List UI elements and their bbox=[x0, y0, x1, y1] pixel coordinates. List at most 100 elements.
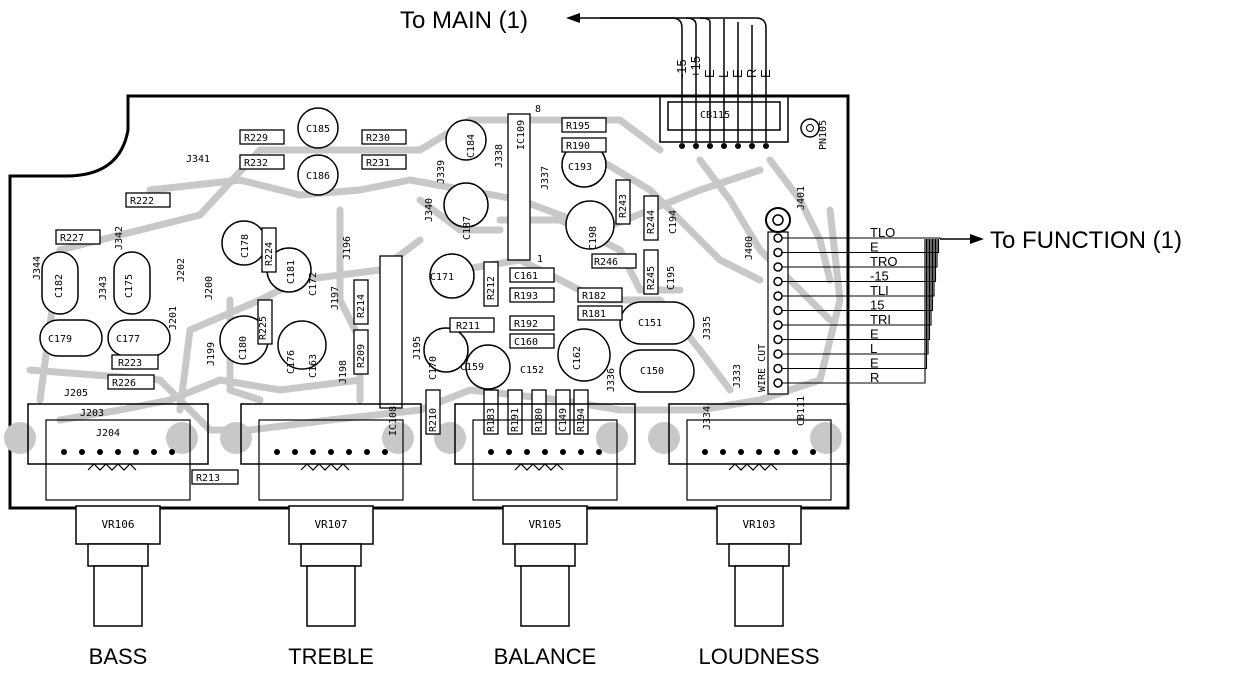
part-label: J195 bbox=[412, 336, 423, 360]
pot-ref-label: VR103 bbox=[742, 518, 775, 531]
function-pin-leader bbox=[782, 239, 935, 297]
part-label: C185 bbox=[306, 124, 330, 135]
function-pin-leader bbox=[782, 239, 938, 268]
function-pin-label: TRI bbox=[870, 312, 891, 327]
part-label: J401 bbox=[796, 186, 807, 210]
function-pin-leader bbox=[782, 239, 931, 341]
part-label: R227 bbox=[60, 233, 84, 244]
ic109-body bbox=[507, 113, 531, 261]
function-pin-pad bbox=[773, 233, 783, 243]
pot-shaft bbox=[734, 565, 784, 627]
part-label: C149 bbox=[558, 408, 569, 432]
part-label: C152 bbox=[520, 365, 544, 376]
part-label: J336 bbox=[606, 368, 617, 392]
pot-shaft bbox=[93, 565, 143, 627]
part-label: R211 bbox=[456, 321, 480, 332]
function-pin-pad bbox=[773, 363, 783, 374]
part-label: C178 bbox=[240, 234, 251, 258]
part-label: C160 bbox=[514, 337, 538, 348]
function-pin-pad bbox=[773, 320, 783, 330]
part-label: C193 bbox=[568, 162, 592, 173]
part-label: C172 bbox=[308, 272, 319, 296]
wire-cut-label: WIRE CUT bbox=[757, 344, 768, 392]
part-label: R223 bbox=[118, 358, 142, 369]
pot-name-label: BALANCE bbox=[494, 644, 597, 669]
part-label: J198 bbox=[338, 360, 349, 384]
function-pin-pad bbox=[773, 305, 783, 316]
part-label: R182 bbox=[582, 291, 606, 302]
pot-bushing bbox=[87, 543, 149, 567]
part-label: J205 bbox=[64, 388, 88, 399]
function-pin-label: E bbox=[870, 240, 879, 255]
part-label: R229 bbox=[244, 133, 268, 144]
part-label: J340 bbox=[424, 198, 435, 222]
part-label: C186 bbox=[306, 171, 330, 182]
part-label: J341 bbox=[186, 154, 210, 165]
part-label: R181 bbox=[582, 309, 606, 320]
to-main-label: To MAIN (1) bbox=[400, 7, 528, 34]
function-pin-pad bbox=[773, 378, 783, 388]
part-label: R245 bbox=[646, 266, 657, 290]
part-label: J342 bbox=[114, 226, 125, 250]
part-label: R225 bbox=[258, 316, 269, 340]
part-label: C176 bbox=[286, 350, 297, 374]
pot-bushing bbox=[728, 543, 790, 567]
pot-bushing bbox=[300, 543, 362, 567]
main-pin-2: +15 bbox=[688, 56, 703, 78]
ic109-pin1: 1 bbox=[537, 254, 543, 265]
pot-name-label: LOUDNESS bbox=[698, 644, 819, 669]
part-label: R210 bbox=[428, 408, 439, 432]
main-connector: CB115 -15 +15 E L E R E bbox=[566, 13, 789, 149]
part-label: J196 bbox=[342, 236, 353, 260]
function-pin-leader bbox=[782, 239, 932, 326]
function-pin-pad bbox=[773, 291, 783, 301]
part-label: C171 bbox=[430, 272, 454, 283]
ic108-label: IC108 bbox=[388, 406, 399, 436]
part-label: R224 bbox=[264, 242, 275, 266]
ic109-pin8: 8 bbox=[535, 104, 541, 115]
main-pin-6: R bbox=[744, 69, 759, 78]
pot-name-label: TREBLE bbox=[288, 644, 374, 669]
ic109-label: IC109 bbox=[516, 120, 527, 150]
pot-body bbox=[288, 505, 374, 545]
function-pin-pad bbox=[773, 349, 783, 359]
function-pin-pad bbox=[773, 334, 783, 345]
part-label: R244 bbox=[646, 210, 657, 234]
pn105-label: PN105 bbox=[818, 120, 829, 150]
pot-shaft bbox=[520, 565, 570, 627]
part-label: J343 bbox=[98, 276, 109, 300]
function-pin-label: 15 bbox=[870, 298, 884, 313]
function-pin-label: -15 bbox=[870, 269, 889, 284]
part-label: R232 bbox=[244, 158, 268, 169]
ic108-body bbox=[379, 255, 403, 409]
part-label: J333 bbox=[732, 364, 743, 388]
function-pin-pad bbox=[773, 262, 783, 272]
part-label: C161 bbox=[514, 271, 538, 282]
function-pin-label: L bbox=[870, 341, 877, 356]
pot-bushing bbox=[514, 543, 576, 567]
part-label: C175 bbox=[124, 274, 135, 298]
part-label: R213 bbox=[196, 473, 220, 484]
part-label: R230 bbox=[366, 133, 390, 144]
part-label: J334 bbox=[702, 406, 713, 430]
part-label: J400 bbox=[744, 236, 755, 260]
pot-ref-label: VR106 bbox=[101, 518, 134, 531]
part-label: C194 bbox=[668, 210, 679, 234]
part-label: C170 bbox=[428, 356, 439, 380]
part-label: J203 bbox=[80, 408, 104, 419]
part-label: C177 bbox=[116, 334, 140, 345]
part-label: J197 bbox=[330, 286, 341, 310]
function-pin-leader bbox=[782, 239, 934, 312]
part-label: R209 bbox=[356, 344, 367, 368]
main-pin-5: E bbox=[730, 69, 745, 78]
part-label: C195 bbox=[666, 266, 677, 290]
part-label: C162 bbox=[572, 346, 583, 370]
pot-name-label: BASS bbox=[89, 644, 148, 669]
part-label: R222 bbox=[130, 196, 154, 207]
part-label: R246 bbox=[594, 257, 618, 268]
part-label: C180 bbox=[238, 336, 249, 360]
main-pin-4: L bbox=[716, 71, 731, 78]
